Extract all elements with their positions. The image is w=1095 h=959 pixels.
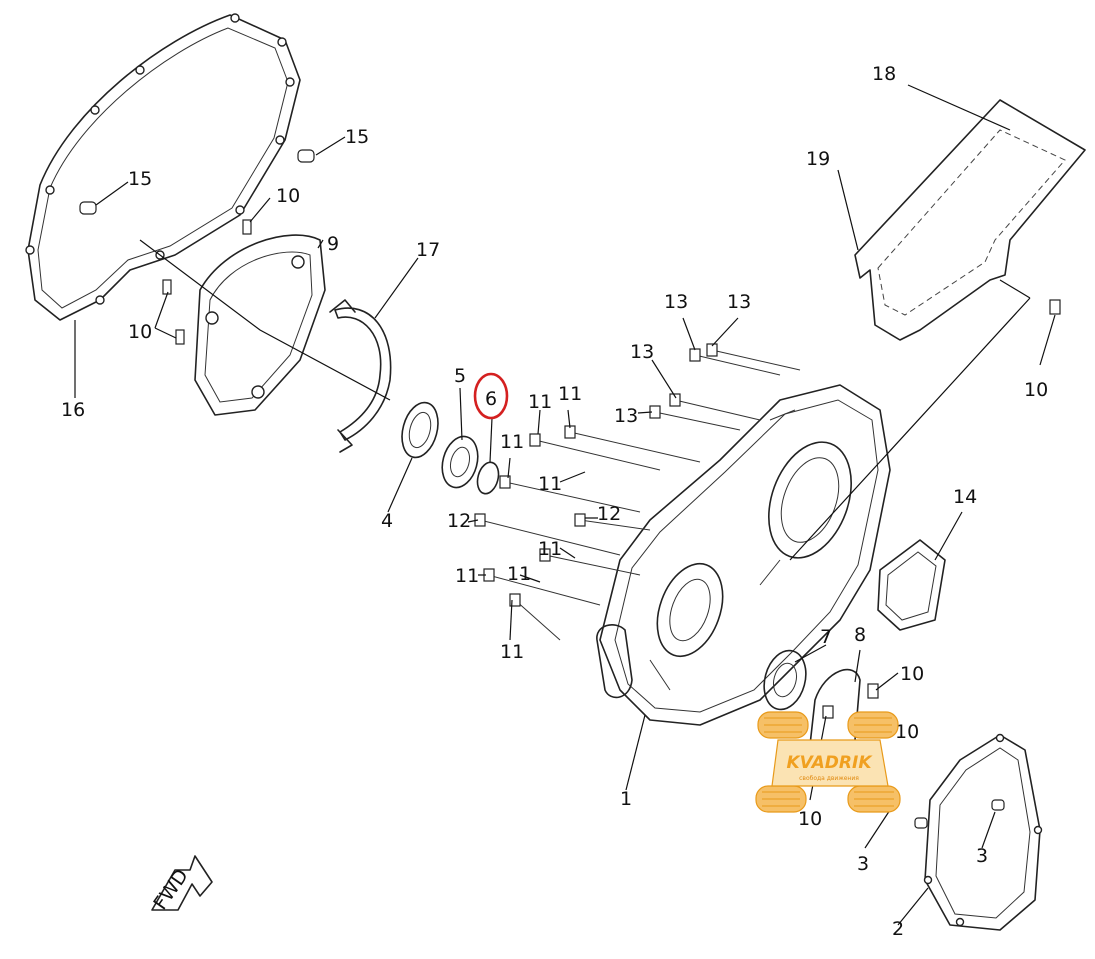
label-4: 4 [381,510,393,532]
gasket-2 [923,733,1043,931]
label-15b: 15 [128,168,152,190]
label-10b: 10 [128,321,152,343]
kvadrik-watermark: KVADRIK свобода движения [755,711,901,813]
label-18: 18 [872,63,896,85]
guard-18 [854,99,1086,341]
label-11c: 11 [500,431,524,453]
part-labels: 1 2 3 3 4 5 6 7 8 9 10 10 10 10 10 10 11… [61,63,1048,940]
label-11d: 11 [538,473,562,495]
fwd-label: FWD [149,865,192,914]
fasteners [79,149,1061,829]
label-11e: 11 [538,538,562,560]
label-13b: 13 [727,291,751,313]
label-19: 19 [806,148,830,170]
gasket-16 [25,13,301,321]
leader-lines [74,84,1056,926]
label-13c: 13 [630,341,654,363]
bearing-7 [763,649,807,711]
fwd-arrow: FWD [149,855,213,914]
label-15a: 15 [345,126,369,148]
label-5: 5 [454,365,466,387]
watermark-brand: KVADRIK [786,753,873,773]
cover-plate-9 [194,234,326,416]
label-1: 1 [620,788,632,810]
crankcase-1 [596,384,891,726]
highlight-circle [473,372,509,420]
label-10d: 10 [900,663,924,685]
label-11h: 11 [500,641,524,663]
label-6: 6 [485,388,497,410]
gasket-14 [877,539,946,631]
watermark-tagline: свобода движения [799,775,859,782]
label-8: 8 [854,624,866,646]
label-2: 2 [892,918,904,940]
label-11g: 11 [507,563,531,585]
label-17: 17 [416,239,440,261]
label-11b: 11 [558,383,582,405]
band-17 [329,299,392,453]
label-14: 14 [953,486,977,508]
label-16: 16 [61,399,85,421]
label-3b: 3 [976,845,988,867]
label-13d: 13 [614,405,638,427]
label-10c: 10 [1024,379,1048,401]
label-7: 7 [820,626,832,648]
label-10f: 10 [798,808,822,830]
label-13a: 13 [664,291,688,313]
label-11a: 11 [528,391,552,413]
label-3a: 3 [857,853,869,875]
label-12a: 12 [447,510,471,532]
label-11f: 11 [455,565,479,587]
label-12b: 12 [597,503,621,525]
label-10e: 10 [895,721,919,743]
circlip-6 [476,461,500,495]
label-9: 9 [327,233,339,255]
label-10a: 10 [276,185,300,207]
bearing-5 [441,435,479,489]
seal-4 [401,401,439,459]
